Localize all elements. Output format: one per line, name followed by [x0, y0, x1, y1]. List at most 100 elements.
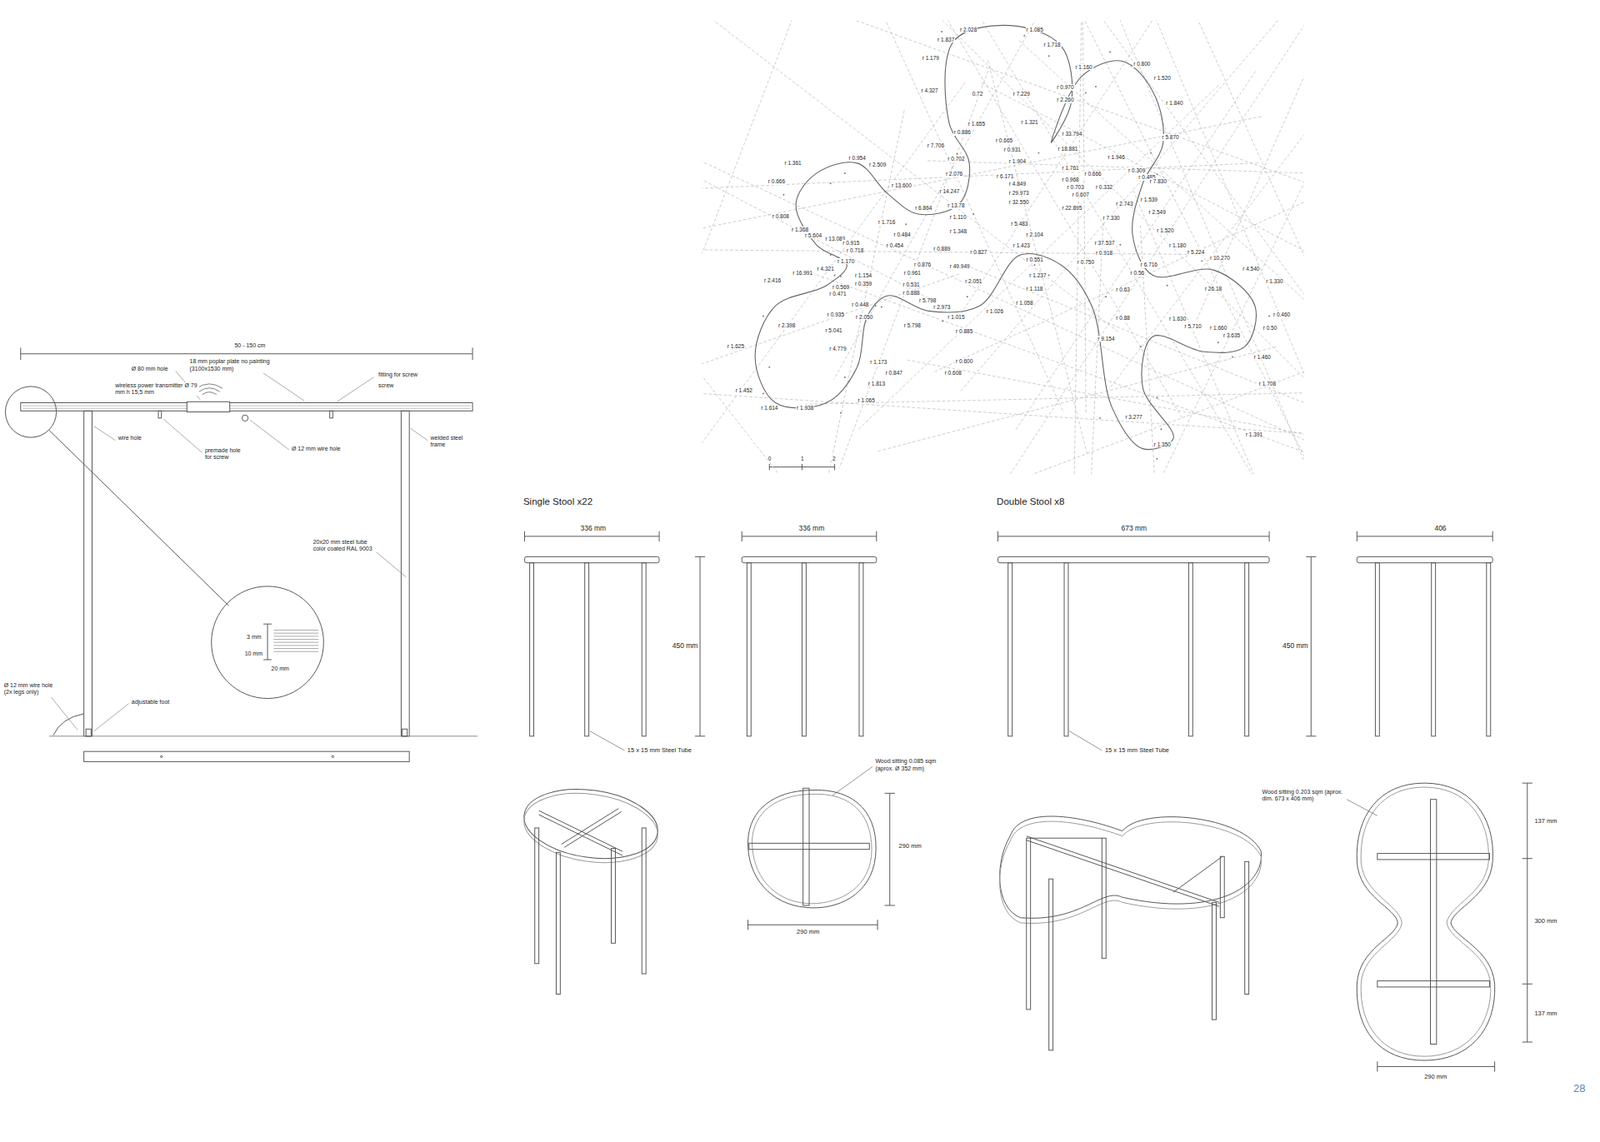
radius-label: r 5.483	[1010, 220, 1029, 227]
radius-label: r 26.18	[1204, 285, 1223, 292]
annotation-label: wireless power transmitter Ø 79 mm h 15,…	[114, 382, 200, 396]
center-dot	[1099, 417, 1101, 420]
radius-label: r 0.666	[767, 178, 786, 185]
construction-line	[701, 274, 959, 382]
radius-label: r 0.703	[1066, 184, 1085, 190]
section-title: Double Stool x8	[995, 496, 1065, 508]
radius-label: r 1.520	[1153, 75, 1172, 81]
radius-label: r 0.531	[901, 281, 920, 288]
radius-label: r 1.026	[985, 308, 1005, 315]
center-dot	[830, 254, 832, 256]
radius-label: r 1.761	[1060, 165, 1080, 171]
center-dot	[1155, 396, 1158, 399]
center-dot	[956, 153, 959, 155]
radius-label: r 3.277	[1124, 414, 1143, 420]
radius-label: r 13.78	[946, 202, 965, 209]
center-dot	[762, 393, 765, 395]
construction-line	[701, 20, 1304, 209]
center-dot	[844, 376, 846, 379]
radius-label: r 22.895	[1060, 205, 1083, 211]
radius-label: r 0.484	[892, 231, 911, 238]
scale-number: 1	[800, 455, 805, 462]
dimension-label: 673 mm	[1120, 525, 1148, 534]
radius-label: r 0.961	[903, 270, 922, 276]
radius-label: r 1.539	[1140, 196, 1159, 203]
note-label: 290 mm	[1423, 1074, 1448, 1082]
radius-label: r 1.361	[783, 160, 802, 166]
radius-label: r 2.509	[868, 161, 887, 168]
center-dot	[762, 315, 765, 317]
radius-label: r 7.229	[1012, 90, 1031, 97]
construction-line	[1125, 20, 1305, 305]
radius-label: r 0.885	[955, 328, 974, 335]
construction-line	[1015, 70, 1255, 430]
construction-line	[701, 253, 863, 475]
radius-label: r 0.888	[901, 290, 920, 296]
construction-line	[1140, 225, 1163, 475]
radius-label: r 1.160	[1074, 64, 1093, 70]
radius-label: r 0.808	[771, 213, 790, 220]
construction-line	[701, 138, 930, 300]
annotation-label: 20x20 mm steel tube color coated RAL 900…	[312, 539, 381, 553]
radius-label: r 5.041	[824, 327, 843, 334]
radius-label: r 1.065	[857, 397, 876, 404]
radius-label: r 0.889	[932, 245, 951, 252]
radius-label: r 4.849	[1008, 180, 1027, 187]
construction-line	[1195, 20, 1304, 321]
radius-label: r 0.454	[885, 242, 905, 249]
radius-label: r 0.847	[885, 370, 904, 376]
construction-line	[701, 20, 853, 262]
annotation-label: 10 mm	[244, 650, 264, 658]
construction-line	[965, 265, 1305, 475]
construction-lines	[701, 20, 1304, 475]
center-dot	[1085, 91, 1087, 94]
radius-label: r 0.931	[1003, 146, 1022, 153]
radius-label: r 1.423	[1012, 242, 1031, 249]
annotation-label: screw	[377, 382, 395, 390]
center-dot	[1155, 173, 1158, 175]
annotation-label: Ø 12 mm wire hole (2x legs only)	[3, 682, 60, 696]
radius-label: r 0.600	[955, 358, 974, 365]
center-dot	[1268, 315, 1270, 317]
radius-label: r 0.702	[946, 155, 965, 162]
construction-line	[844, 20, 1064, 413]
construction-line	[1070, 20, 1304, 475]
construction-line	[844, 267, 1304, 475]
construction-line	[965, 20, 1304, 310]
construction-line	[1133, 190, 1305, 475]
center-dot	[972, 213, 975, 215]
construction-line	[1100, 52, 1304, 475]
radius-label: r 0.460	[1272, 311, 1291, 318]
construction-line	[1019, 40, 1305, 391]
scale-number: 2	[831, 455, 837, 462]
radius-label: r 0.608	[944, 370, 963, 376]
radius-label: r 0.666	[1083, 170, 1102, 177]
construction-line	[858, 85, 1219, 430]
annotation-label: adjustable foot	[130, 699, 171, 706]
radius-label: r 0.954	[848, 155, 867, 161]
radius-label: r 1.368	[790, 226, 810, 233]
radius-label: r 0.876	[913, 261, 932, 268]
radius-label: r 7.706	[926, 142, 945, 149]
radius-label: r 1.173	[869, 359, 888, 365]
radius-label: r 1.330	[1265, 278, 1284, 285]
construction-line	[1045, 20, 1305, 470]
radius-label: r 5.798	[903, 322, 922, 329]
radius-label: r 4.540	[1241, 265, 1260, 272]
construction-line	[839, 65, 990, 469]
center-dot	[1048, 275, 1050, 277]
note-label: 15 x 15 mm Steel Tube	[1104, 747, 1170, 755]
construction-line	[833, 20, 1119, 380]
radius-label: r 10.270	[1209, 255, 1231, 261]
radius-label: r 9.154	[1096, 335, 1115, 342]
radius-label: r 5.604	[804, 232, 823, 239]
center-dot	[782, 194, 785, 196]
center-dot	[1095, 85, 1097, 88]
dimension-label: 336 mm	[798, 525, 826, 534]
radius-label: r 37.537	[1094, 240, 1116, 246]
radius-label: r 1.154	[854, 272, 873, 279]
radius-label: r 1.614	[760, 405, 779, 411]
radius-label: r 1.452	[735, 387, 754, 394]
radius-label: r 2.051	[964, 278, 983, 285]
